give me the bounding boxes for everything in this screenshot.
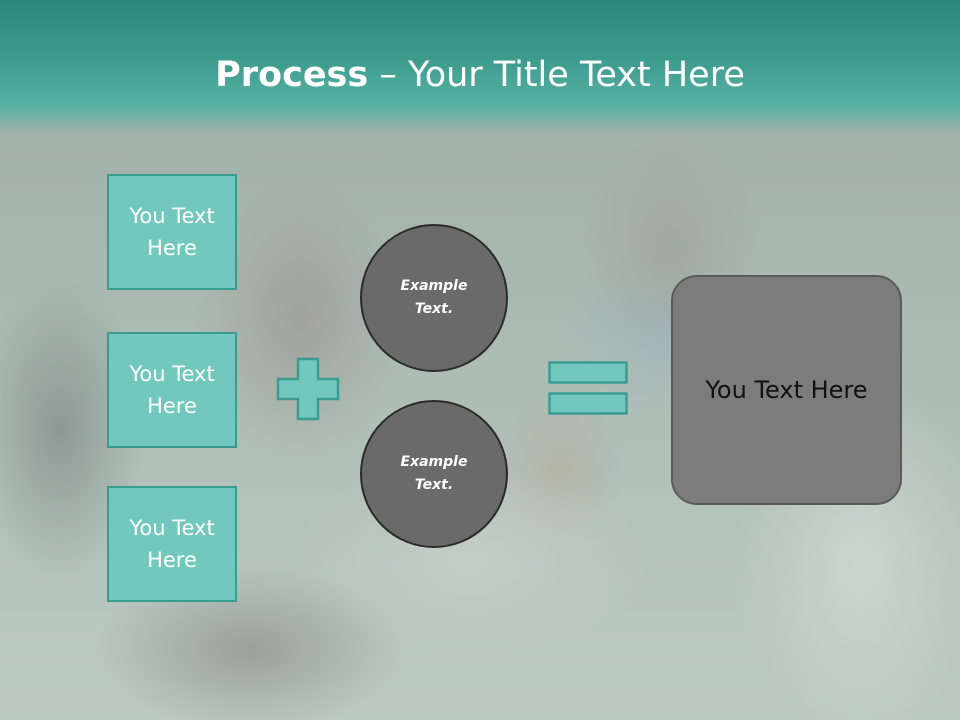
example-circle-2-label: Example Text. (400, 454, 468, 493)
text-box-3: You Text Here (107, 486, 237, 602)
text-box-3-label: You Text Here (129, 516, 215, 572)
example-circle-1: Example Text. (360, 224, 508, 372)
text-box-1: You Text Here (107, 174, 237, 290)
slide-title: Process – Your Title Text Here (0, 52, 960, 98)
result-box-label: You Text Here (705, 376, 868, 404)
text-box-1-label: You Text Here (129, 204, 215, 260)
result-box: You Text Here (671, 275, 902, 505)
title-bold: Process (215, 55, 369, 95)
equals-icon (548, 361, 628, 415)
example-circle-1-label: Example Text. (400, 278, 468, 317)
text-box-2-label: You Text Here (129, 362, 215, 418)
example-circle-2: Example Text. (360, 400, 508, 548)
plus-icon (276, 357, 340, 421)
title-rest: – Your Title Text Here (368, 55, 745, 95)
text-box-2: You Text Here (107, 332, 237, 448)
title-bar (0, 0, 960, 135)
